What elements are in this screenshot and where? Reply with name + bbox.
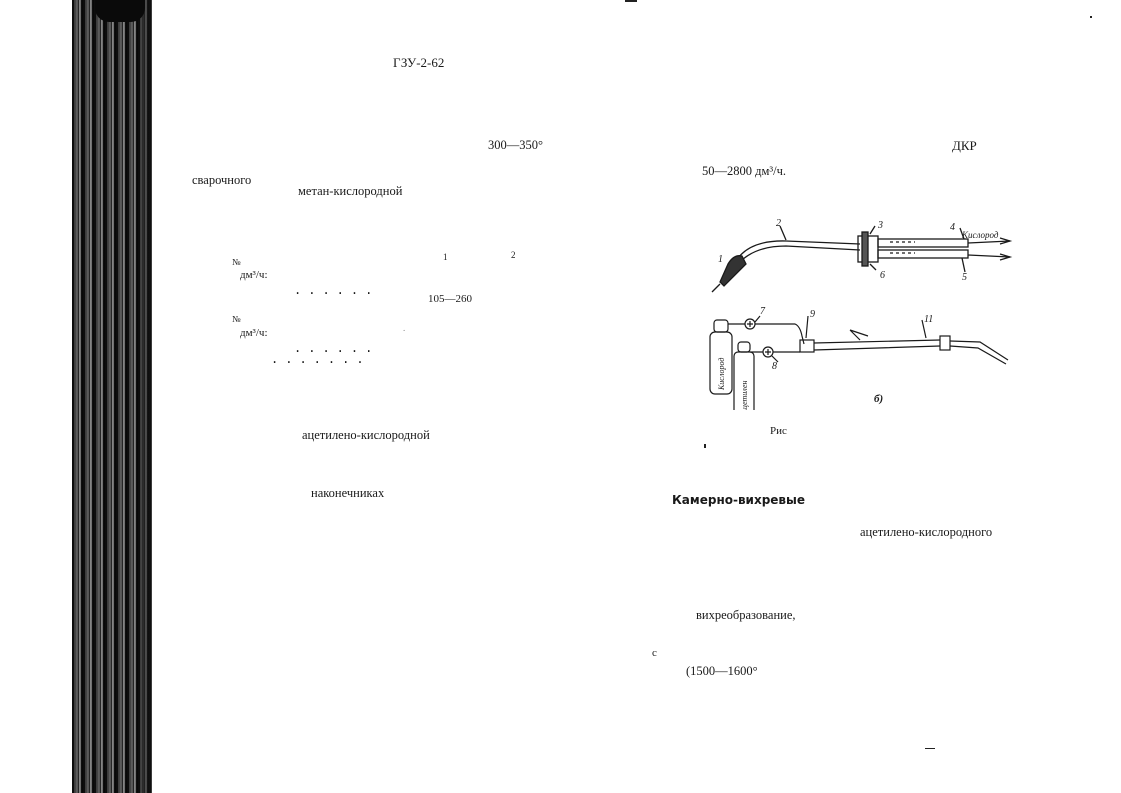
scan-speck: [925, 748, 935, 749]
figure-caption: Рис: [770, 425, 787, 437]
label-6: 6: [880, 270, 885, 281]
row2-number-sign: №: [232, 314, 241, 324]
leader-dots-a: ......: [294, 283, 380, 297]
row1-number-sign: №: [232, 257, 241, 267]
torch-a-handle-lower: [877, 249, 969, 259]
label-sub-b: б): [874, 393, 883, 405]
word-acetylene-oxygen: ацетилено-кислородной: [302, 428, 430, 442]
torch-b-body: [813, 339, 941, 351]
label-oxygen-tank: Кислород: [717, 358, 726, 391]
flow-range-right: 50—2800 дм³/ч.: [702, 164, 787, 178]
word-welding: сварочного: [192, 173, 252, 187]
label-5: 5: [962, 272, 967, 283]
torch-a-tube: [737, 240, 861, 259]
label-11: 11: [924, 314, 933, 325]
label-7: 7: [760, 306, 766, 317]
torch-b-nozzle: [939, 335, 951, 351]
label-oxygen: Кислород: [961, 230, 999, 240]
spine-shadow: [95, 0, 145, 22]
letter-c: с: [652, 647, 657, 659]
label-8: 8: [772, 361, 777, 372]
label-4: 4: [950, 222, 955, 233]
word-acetylene-oxygen-flame: ацетилено-кислородного: [860, 525, 993, 539]
stray-dot: .: [403, 323, 406, 333]
temperature-range: 300—350°: [488, 138, 543, 152]
book-binding: [72, 0, 152, 793]
column-2-header: 2: [511, 250, 516, 260]
torch-a-handle-upper: [877, 238, 969, 248]
label-2: 2: [776, 218, 781, 229]
torch-b-labels: 7 8 9 11 б) Кислород Ацетилен: [717, 306, 933, 410]
torch-b-tip: [949, 340, 1009, 365]
dkr-label: ДКР: [952, 138, 977, 153]
high-temperature-range: (1500—1600°: [686, 664, 758, 678]
torch-a-tip: [719, 255, 747, 287]
word-tips: наконечниках: [311, 486, 385, 500]
row2-unit: дм³/ч:: [240, 327, 268, 339]
row1-unit: дм³/ч:: [240, 269, 268, 281]
column-1-header: 1: [443, 252, 448, 262]
label-3: 3: [877, 220, 883, 231]
oxygen-arrow: [999, 237, 1013, 245]
torch-a-labels: 1 2 3 4 Кислород 6 5: [718, 218, 999, 283]
leader-dots-b: ......: [294, 341, 380, 355]
scan-speck: [1090, 16, 1092, 18]
label-acetylene-tank: Ацетилен: [740, 380, 749, 410]
leader-dots-c: .......: [271, 352, 371, 366]
label-9: 9: [810, 309, 815, 320]
oxygen-hose: [728, 323, 805, 345]
page-header: ГЗУ-2-62: [393, 55, 445, 70]
word-vortex-formation: вихреобразование,: [696, 608, 796, 622]
flow-range: 105—260: [428, 293, 472, 305]
word-methane-oxygen: метан-кислородной: [298, 184, 403, 198]
torch-diagram: 1 2 3 4 Кислород 6 5 7 8 9 11 б) Кислоро…: [709, 218, 1013, 410]
heading-vortex-chamber: Камерно-вихревые: [672, 493, 806, 507]
torch-a: [711, 225, 1013, 293]
label-1: 1: [718, 254, 723, 265]
torch-b-valve: [799, 339, 815, 353]
scan-speck: [625, 0, 637, 2]
torch-b: [709, 315, 1009, 410]
scan-speck: [704, 444, 706, 448]
